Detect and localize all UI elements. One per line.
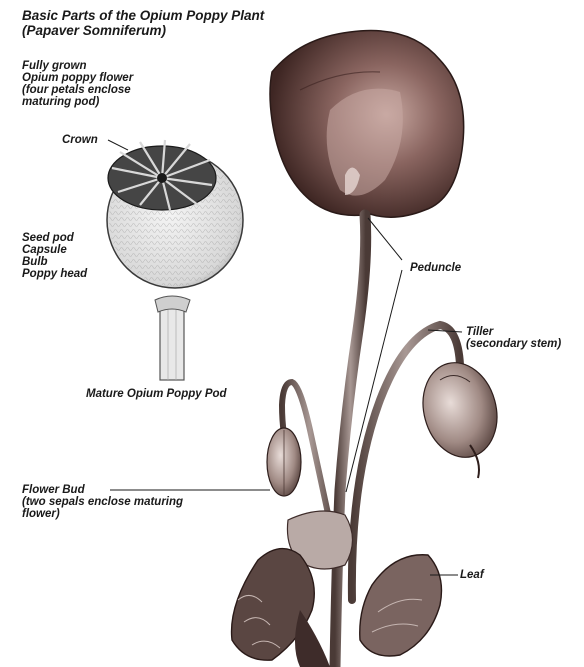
seed-pod-line-4: Poppy head [22, 268, 87, 280]
seed-pod-label: Seed pod Capsule Bulb Poppy head [22, 232, 87, 280]
title-line-1: Basic Parts of the Opium Poppy Plant [22, 8, 264, 23]
mature-pod-label: Mature Opium Poppy Pod [86, 388, 227, 400]
flower-bud-line-3: flower) [22, 508, 183, 520]
crown-label: Crown [62, 134, 98, 146]
seed-pod-line-2: Capsule [22, 244, 87, 256]
tiller-pod [413, 354, 507, 478]
flower-bud-line-1: Flower Bud [22, 484, 183, 496]
fully-grown-line-3: (four petals enclose [22, 84, 133, 96]
fully-grown-label: Fully grown Opium poppy flower (four pet… [22, 60, 133, 108]
seed-pod-line-3: Bulb [22, 256, 87, 268]
seed-pod-line-1: Seed pod [22, 232, 87, 244]
fully-grown-line-1: Fully grown [22, 60, 133, 72]
flower-bud-label: Flower Bud (two sepals enclose maturing … [22, 484, 183, 520]
main-flower [270, 31, 464, 218]
page-title: Basic Parts of the Opium Poppy Plant (Pa… [22, 8, 264, 38]
fully-grown-line-2: Opium poppy flower [22, 72, 133, 84]
tiller-line-2: (secondary stem) [466, 338, 561, 350]
tiller-line-1: Tiller [466, 326, 561, 338]
tiller-label: Tiller (secondary stem) [466, 326, 561, 350]
peduncle-label: Peduncle [410, 262, 461, 274]
leaf-label: Leaf [460, 569, 484, 581]
title-line-2: (Papaver Somniferum) [22, 23, 264, 38]
flower-bud-line-2: (two sepals enclose maturing [22, 496, 183, 508]
crown-illustration [108, 140, 216, 210]
flower-bud [267, 428, 301, 496]
fully-grown-line-4: maturing pod) [22, 96, 133, 108]
